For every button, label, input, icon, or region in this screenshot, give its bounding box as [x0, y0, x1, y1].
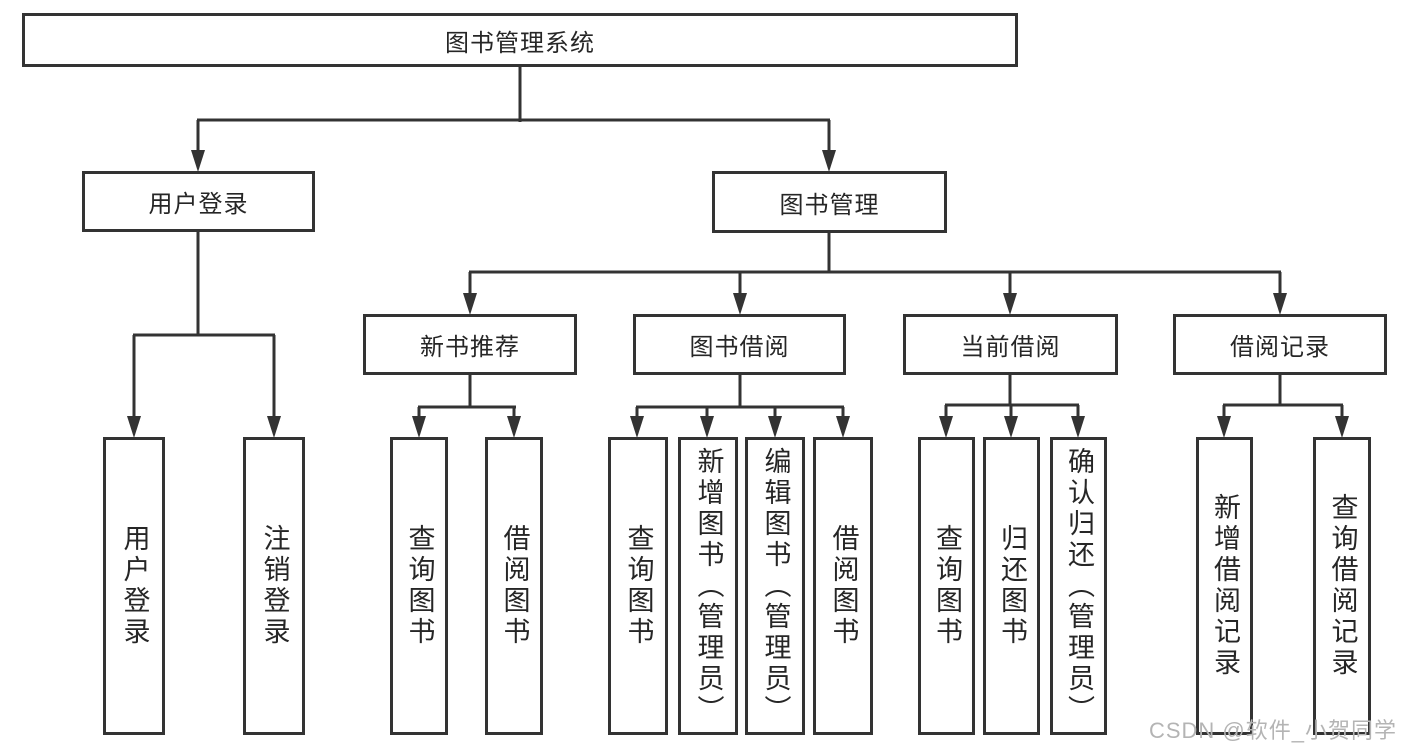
- leaf-user-login: 用户登录: [103, 437, 165, 735]
- node-user-login-label: 用户登录: [148, 191, 249, 218]
- leaf-label: 查询图书: [623, 524, 654, 648]
- leaf-borrow-books-recommend: 借阅图书: [485, 437, 543, 735]
- node-current-borrowing-label: 当前借阅: [960, 334, 1061, 361]
- arrow-down-icons: [127, 150, 1349, 438]
- node-current-borrowing: 当前借阅: [903, 314, 1118, 375]
- leaf-edit-books-admin: 编辑图书（管理员）: [745, 437, 805, 735]
- leaf-query-borrow-record: 查询借阅记录: [1313, 437, 1371, 735]
- leaf-query-books-recommend: 查询图书: [390, 437, 448, 735]
- node-new-book-recommend-label: 新书推荐: [420, 334, 520, 361]
- leaf-confirm-return-admin: 确认归还（管理员）: [1050, 437, 1107, 735]
- leaf-label: 用户登录: [119, 524, 150, 648]
- node-user-login: 用户登录: [82, 171, 315, 232]
- node-book-borrowing-label: 图书借阅: [689, 334, 790, 361]
- node-borrowing-records-label: 借阅记录: [1230, 334, 1330, 361]
- node-borrowing-records: 借阅记录: [1173, 314, 1387, 375]
- node-new-book-recommend: 新书推荐: [363, 314, 577, 375]
- node-book-management: 图书管理: [712, 171, 947, 233]
- leaf-label: 归还图书: [997, 524, 1027, 648]
- leaf-label: 新增借阅记录: [1210, 493, 1240, 679]
- leaf-query-books-borrow: 查询图书: [608, 437, 668, 735]
- leaf-borrow-books: 借阅图书: [813, 437, 873, 735]
- leaf-label: 借阅图书: [828, 524, 859, 648]
- leaf-logout: 注销登录: [243, 437, 305, 735]
- tree-edges: [132, 67, 1344, 421]
- leaf-label: 编辑图书（管理员）: [760, 446, 791, 726]
- leaf-label: 确认归还（管理员）: [1064, 446, 1094, 726]
- leaf-add-books-admin: 新增图书（管理员）: [678, 437, 738, 735]
- node-book-borrowing: 图书借阅: [633, 314, 846, 375]
- leaf-return-books: 归还图书: [983, 437, 1040, 735]
- leaf-label: 借阅图书: [499, 524, 530, 648]
- csdn-watermark: CSDN @软件_小贺同学: [1148, 718, 1397, 743]
- node-root: 图书管理系统: [22, 13, 1018, 67]
- node-root-label: 图书管理系统: [445, 29, 595, 57]
- leaf-label: 查询图书: [932, 524, 962, 648]
- leaf-label: 注销登录: [259, 524, 290, 648]
- leaf-label: 查询借阅记录: [1327, 493, 1358, 679]
- leaf-add-borrow-record: 新增借阅记录: [1196, 437, 1253, 735]
- node-book-management-label: 图书管理: [779, 191, 880, 219]
- leaf-label: 查询图书: [404, 524, 435, 648]
- leaf-query-books-current: 查询图书: [918, 437, 975, 735]
- leaf-label: 新增图书（管理员）: [693, 446, 724, 726]
